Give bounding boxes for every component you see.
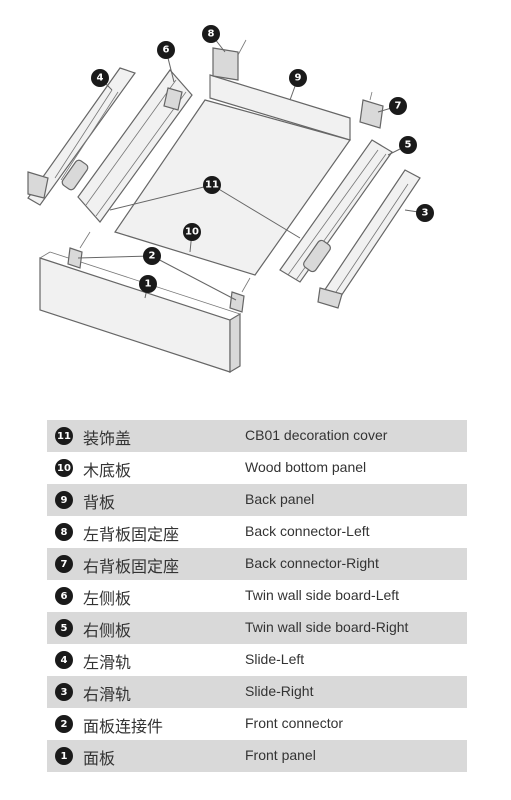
callout-9: 9 xyxy=(289,69,307,87)
part-name-cn: 木底板 xyxy=(83,461,132,480)
part-name-en: Back panel xyxy=(245,491,315,507)
front-connector-left xyxy=(67,247,83,269)
part-name-cn: 左滑轨 xyxy=(83,653,132,672)
svg-text:10: 10 xyxy=(185,227,199,238)
part-name-en: Back connector-Right xyxy=(245,555,379,571)
number-badge: 5 xyxy=(55,619,73,637)
number-badge: 7 xyxy=(55,555,73,573)
legend-row-2: 2 面板连接件 Front connector xyxy=(47,708,467,740)
legend-row-6: 6 左侧板 Twin wall side board-Left xyxy=(47,580,467,612)
svg-text:3: 3 xyxy=(422,208,429,219)
front-connector-right xyxy=(229,291,245,313)
part-name-cn: 面板连接件 xyxy=(83,717,164,736)
svg-text:8: 8 xyxy=(208,29,215,40)
part-name-cn: 左侧板 xyxy=(83,589,132,608)
legend-row-1: 1 面板 Front panel xyxy=(47,740,467,772)
number-badge: 8 xyxy=(55,523,73,541)
part-name-en: Back connector-Left xyxy=(245,523,370,539)
callout-11: 11 xyxy=(203,176,221,194)
svg-text:9: 9 xyxy=(295,73,302,84)
callout-1: 1 xyxy=(139,275,157,293)
part-name-en: Twin wall side board-Right xyxy=(245,619,409,635)
legend-row-10: 10 木底板 Wood bottom panel xyxy=(47,452,467,484)
number-badge: 4 xyxy=(55,651,73,669)
wood-bottom-panel xyxy=(114,99,351,276)
part-name-en: Twin wall side board-Left xyxy=(245,587,400,603)
part-name-cn: 右滑轨 xyxy=(83,685,132,704)
svg-text:2: 2 xyxy=(149,251,156,262)
callout-7: 7 xyxy=(389,97,407,115)
svg-text:11: 11 xyxy=(205,180,219,191)
part-name-cn: 装饰盖 xyxy=(83,429,132,448)
callout-2: 2 xyxy=(143,247,161,265)
legend-row-4: 4 左滑轨 Slide-Left xyxy=(47,644,467,676)
part-name-cn: 面板 xyxy=(83,749,116,768)
legend-row-9: 9 背板 Back panel xyxy=(47,484,467,516)
drawer-exploded-diagram: 11 10 9 8 7 6 5 4 3 2 1 xyxy=(27,25,434,374)
number-badge: 2 xyxy=(55,715,73,733)
callout-5: 5 xyxy=(399,136,417,154)
legend-row-11: 11 装饰盖 CB01 decoration cover xyxy=(47,420,467,452)
part-name-cn: 右侧板 xyxy=(83,621,132,640)
twin-wall-side-board-left xyxy=(77,69,193,223)
svg-text:5: 5 xyxy=(405,140,412,151)
parts-legend: 11 装饰盖 CB01 decoration cover 10 木底板 Wood… xyxy=(47,420,467,772)
part-name-en: CB01 decoration cover xyxy=(245,427,388,443)
number-badge: 3 xyxy=(55,683,73,701)
legend-row-8: 8 左背板固定座 Back connector-Left xyxy=(47,516,467,548)
svg-text:4: 4 xyxy=(97,73,104,84)
number-badge: 1 xyxy=(55,747,73,765)
part-name-en: Wood bottom panel xyxy=(245,459,367,475)
part-name-en: Front panel xyxy=(245,747,316,763)
part-name-en: Slide-Right xyxy=(245,683,314,699)
legend-row-5: 5 右侧板 Twin wall side board-Right xyxy=(47,612,467,644)
twin-wall-side-board-right xyxy=(279,139,393,283)
back-connector-left xyxy=(212,47,239,81)
svg-text:7: 7 xyxy=(395,101,402,112)
callout-6: 6 xyxy=(157,41,175,59)
part-name-cn: 右背板固定座 xyxy=(83,557,180,576)
callout-10: 10 xyxy=(183,223,201,241)
callout-4: 4 xyxy=(91,69,109,87)
slide-right xyxy=(319,169,421,306)
legend-row-3: 3 右滑轨 Slide-Right xyxy=(47,676,467,708)
front-panel xyxy=(39,257,231,373)
callout-8: 8 xyxy=(202,25,220,43)
back-connector-right xyxy=(359,99,384,129)
callout-3: 3 xyxy=(416,204,434,222)
legend-row-7: 7 右背板固定座 Back connector-Right xyxy=(47,548,467,580)
number-badge: 6 xyxy=(55,587,73,605)
part-name-en: Front connector xyxy=(245,715,344,731)
svg-text:1: 1 xyxy=(145,279,152,290)
number-badge: 11 xyxy=(55,427,73,445)
part-name-cn: 左背板固定座 xyxy=(83,525,180,544)
number-badge: 9 xyxy=(55,491,73,509)
part-name-en: Slide-Left xyxy=(245,651,305,667)
number-badge: 10 xyxy=(55,459,73,477)
svg-text:6: 6 xyxy=(163,45,170,56)
part-name-cn: 背板 xyxy=(83,493,116,512)
